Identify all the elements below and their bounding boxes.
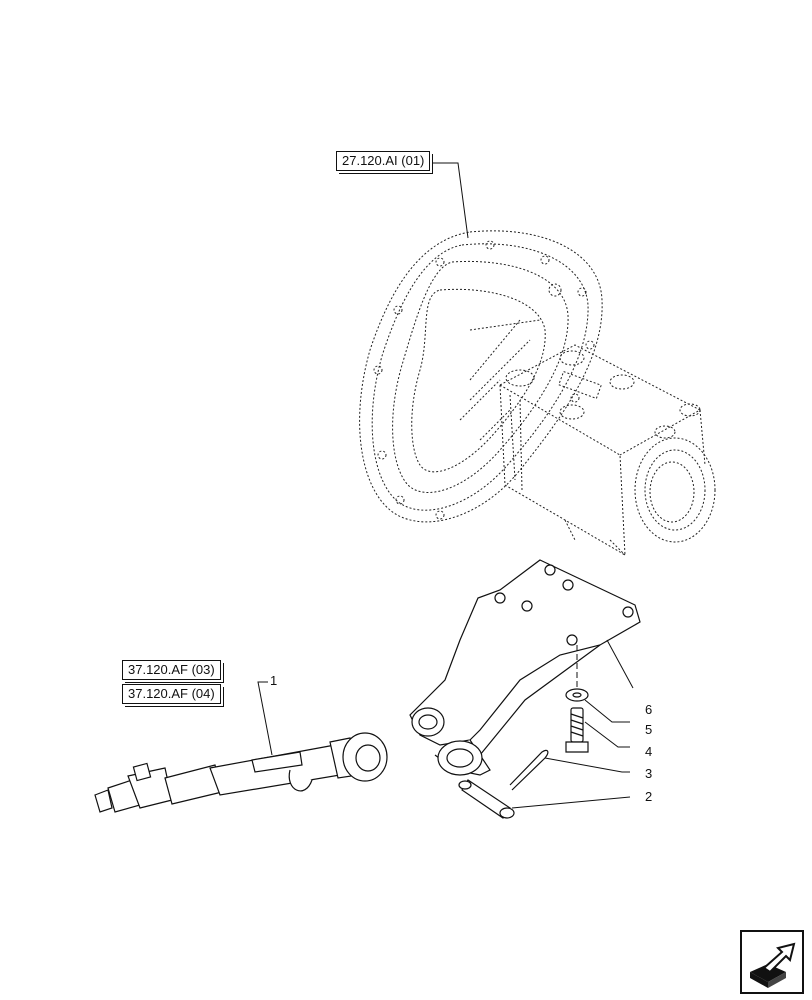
axle-housing-reference-label[interactable]: 27.120.AI (01) <box>336 151 431 171</box>
axle-housing-drawing <box>359 230 716 556</box>
top-link-drawing <box>94 732 388 813</box>
cotter-pin-drawing <box>509 749 549 791</box>
top-link-reference-label-1[interactable]: 37.120.AF (03) <box>122 660 221 680</box>
callout-6: 6 <box>645 702 653 717</box>
callout-4: 4 <box>645 744 653 759</box>
callout-2: 2 <box>645 789 653 804</box>
callout-3: 3 <box>645 766 653 781</box>
axle-reference-leader <box>430 162 469 239</box>
callout-1: 1 <box>270 673 278 688</box>
bracket-drawing <box>409 559 641 776</box>
next-page-arrow-icon[interactable] <box>740 930 804 994</box>
callout-5: 5 <box>645 722 653 737</box>
bolt-drawing <box>565 707 589 753</box>
pin-drawing <box>458 779 515 819</box>
washer-drawing <box>565 688 589 702</box>
top-link-reference-label-2[interactable]: 37.120.AF (04) <box>122 684 221 704</box>
callout-leaders <box>257 639 634 809</box>
